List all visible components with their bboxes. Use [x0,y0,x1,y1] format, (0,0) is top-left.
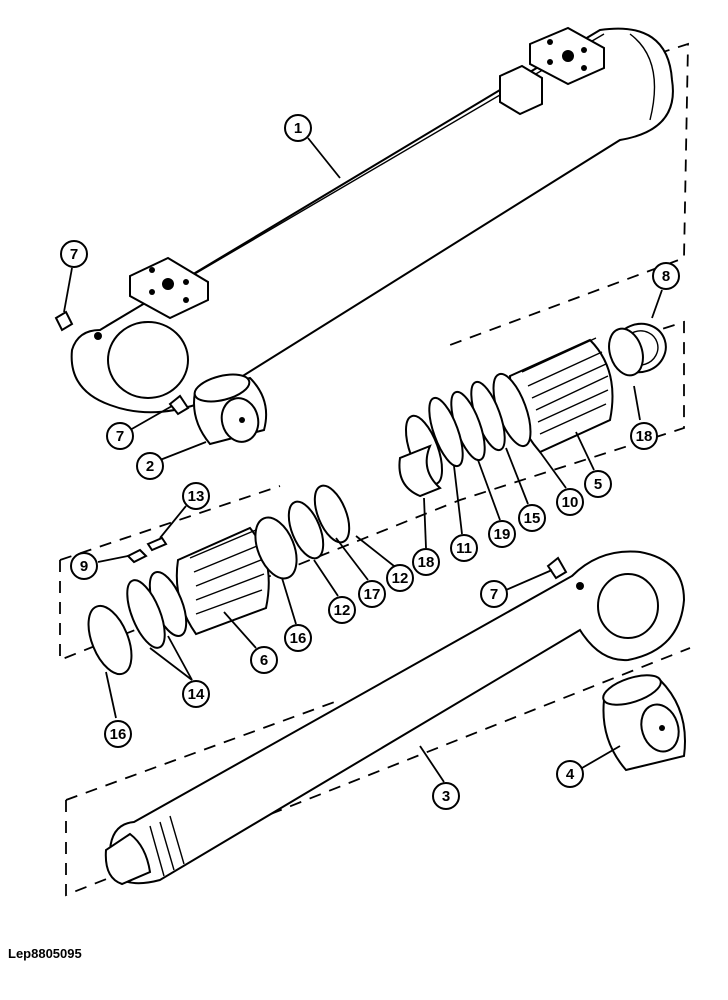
dashed-frame-seals [59,320,685,662]
callout-15: 15 [505,447,546,532]
svg-text:5: 5 [594,476,602,493]
svg-text:7: 7 [70,246,78,263]
callout-5: 5 [575,431,612,498]
callout-18-gland: 18 [630,385,658,450]
callout-12-inner: 12 [313,559,356,624]
piston-rod [104,550,686,886]
grease-nipple-barrel [54,310,74,332]
callout-6: 6 [223,611,278,674]
bushing-rod [602,674,686,772]
svg-text:4: 4 [566,766,575,783]
callouts: 1 7 7 2 8 [60,114,680,810]
callout-8: 8 [651,262,680,319]
svg-text:10: 10 [562,494,579,511]
callout-13: 13 [159,482,210,539]
svg-text:1: 1 [294,120,302,137]
piston-assembly [87,484,351,676]
callout-2: 2 [136,441,207,480]
svg-text:9: 9 [80,558,88,575]
callout-12-outer: 12 [355,535,414,592]
callout-14: 14 [149,635,210,708]
bushing-barrel [193,373,268,446]
grease-nipple-bushing [168,394,190,416]
callout-11: 11 [450,465,478,562]
svg-text:2: 2 [146,458,154,475]
callout-1: 1 [284,114,341,179]
callout-18-piston-side: 18 [412,497,440,576]
dashed-frame-rod [65,647,691,897]
callout-4: 4 [556,745,621,788]
callout-19: 19 [477,459,516,548]
svg-text:16: 16 [290,630,307,647]
cylinder-barrel [70,26,674,414]
svg-text:7: 7 [116,428,124,445]
gland-assembly [398,322,667,498]
svg-text:18: 18 [636,428,653,445]
svg-text:14: 14 [188,686,205,703]
grease-nipple-rod [546,556,568,580]
svg-text:19: 19 [494,526,511,543]
callout-9: 9 [70,552,129,580]
svg-text:12: 12 [392,570,409,587]
svg-text:15: 15 [524,510,541,527]
svg-text:3: 3 [442,788,450,805]
callout-3: 3 [419,745,460,810]
callout-7-barrel: 7 [60,240,88,313]
svg-text:13: 13 [188,488,205,505]
callout-7-bushing: 7 [106,405,173,450]
svg-text:6: 6 [260,652,268,669]
callout-7-rod: 7 [480,569,553,608]
svg-text:7: 7 [490,586,498,603]
svg-text:8: 8 [662,268,670,285]
callout-16-piston: 16 [281,577,312,652]
callout-16-front: 16 [104,671,132,748]
svg-text:18: 18 [418,554,435,571]
callout-17: 17 [335,537,386,608]
svg-text:11: 11 [456,540,472,557]
svg-text:12: 12 [334,602,351,619]
callout-10: 10 [539,451,584,516]
svg-text:17: 17 [364,586,381,603]
document-reference-code: Lep8805095 [8,946,82,961]
svg-text:16: 16 [110,726,127,743]
